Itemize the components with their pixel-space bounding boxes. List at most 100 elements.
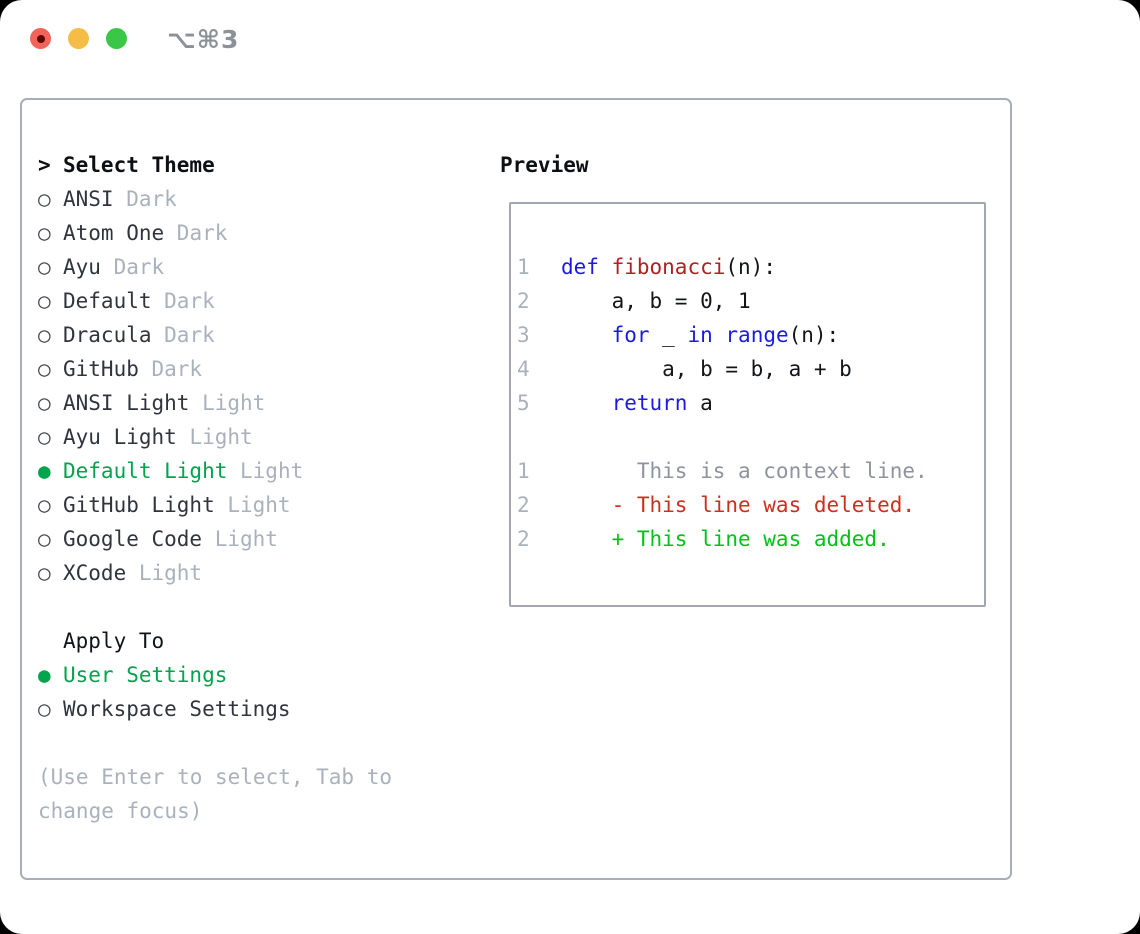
theme-option[interactable]: ○ XCode Light [38,556,303,590]
code-line-content: a, b = 0, 1 [561,289,751,313]
theme-option[interactable]: ○ ANSI Dark [38,182,303,216]
apply-to-title: Apply To [63,629,165,653]
theme-option[interactable]: ○ ANSI Light Light [38,386,303,420]
radio-icon: ○ [38,323,51,347]
theme-name: Ayu [63,255,101,279]
code-line: 5 return a [517,386,984,420]
theme-option[interactable]: ● Default Light Light [38,454,303,488]
help-text-line: (Use Enter to select, Tab to [38,765,393,789]
radio-icon: ○ [38,527,51,551]
theme-variant-tag: Dark [176,221,228,245]
traffic-lights [30,28,127,49]
theme-name: ANSI Light [63,391,190,415]
apply-to-section: Apply To ● User Settings ○ Workspace Setti… [38,624,291,726]
minimize-button[interactable] [68,28,89,49]
code-line-content: for _ in range(n): [611,323,840,347]
theme-variant-tag: Light [202,391,266,415]
diff-line-content: - This line was deleted. [561,493,916,517]
radio-icon: ○ [38,697,51,721]
theme-variant-tag: Light [189,425,253,449]
line-number: 2 [517,289,530,313]
theme-variant-tag: Dark [126,187,177,211]
focus-prompt-icon: > [38,153,51,177]
theme-variant-tag: Dark [151,357,203,381]
theme-variant-tag: Light [227,493,291,517]
theme-option[interactable]: ○ Atom One Dark [38,216,303,250]
code-line-content: return a [611,391,713,415]
close-button[interactable] [30,28,51,49]
zoom-button[interactable] [106,28,127,49]
theme-name: GitHub Light [63,493,215,517]
radio-icon: ● [38,459,51,483]
apply-option-name: User Settings [63,663,228,687]
line-number: 2 [517,527,530,551]
code-line-content: def fibonacci(n): [561,255,776,279]
code-line: 1 def fibonacci(n): [517,250,984,284]
radio-icon: ○ [38,255,51,279]
line-number: 1 [517,255,530,279]
line-number: 5 [517,391,530,415]
theme-name: Dracula [63,323,152,347]
radio-icon: ○ [38,289,51,313]
preview-title: Preview [500,153,589,177]
code-line: 3 for _ in range(n): [517,318,984,352]
theme-option[interactable]: ○ Ayu Dark [38,250,303,284]
theme-option[interactable]: ○ Dracula Dark [38,318,303,352]
diff-preview: 1 This is a context line. 2 - This line … [517,454,984,556]
code-line: 2 a, b = 0, 1 [517,284,984,318]
apply-to-option[interactable]: ● User Settings [38,658,291,692]
radio-icon: ○ [38,357,51,381]
theme-name: Google Code [63,527,203,551]
theme-option[interactable]: ○ Google Code Light [38,522,303,556]
diff-line-content: + This line was added. [561,527,890,551]
code-preview: 1 def fibonacci(n): 2 a, b = 0, 1 3 for _… [511,204,984,556]
radio-icon: ○ [38,425,51,449]
line-number: 1 [517,459,530,483]
radio-icon: ○ [38,561,51,585]
diff-line-content: This is a context line. [561,459,928,483]
theme-list-title: Select Theme [63,153,215,177]
apply-to-option[interactable]: ○ Workspace Settings [38,692,291,726]
code-line: 4 a, b = b, a + b [517,352,984,386]
titlebar: ⌥⌘3 [0,0,1140,98]
theme-option[interactable]: ○ GitHub Light Light [38,488,303,522]
apply-to-options: ● User Settings ○ Workspace Settings [38,658,291,726]
diff-line: 2 - This line was deleted. [517,488,984,522]
radio-icon: ○ [38,493,51,517]
line-number: 3 [517,323,530,347]
line-number: 2 [517,493,530,517]
close-dot-icon [36,34,45,43]
window-title: ⌥⌘3 [167,25,240,54]
diff-line: 1 This is a context line. [517,454,984,488]
theme-variant-tag: Dark [164,289,215,313]
theme-name: Ayu Light [63,425,177,449]
theme-name: ANSI [63,187,114,211]
theme-variant-tag: Light [214,527,278,551]
code-line-content: a, b = b, a + b [561,357,852,381]
theme-variant-tag: Dark [164,323,215,347]
theme-list-header: > Select Theme [38,148,303,182]
help-text-line: change focus) [38,799,203,823]
help-text: (Use Enter to select, Tab to change focu… [38,760,392,828]
theme-option[interactable]: ○ Default Dark [38,284,303,318]
theme-name: GitHub [63,357,139,381]
radio-icon: ○ [38,221,51,245]
apply-option-name: Workspace Settings [63,697,291,721]
theme-name: Default [63,289,152,313]
theme-name: XCode [63,561,127,585]
theme-name: Default Light [63,459,228,483]
theme-name: Atom One [63,221,165,245]
radio-icon: ● [38,663,51,687]
radio-icon: ○ [38,391,51,415]
line-number: 4 [517,357,530,381]
radio-icon: ○ [38,187,51,211]
theme-variant-tag: Light [138,561,203,585]
theme-option[interactable]: ○ Ayu Light Light [38,420,303,454]
theme-option[interactable]: ○ GitHub Dark [38,352,303,386]
theme-variant-tag: Dark [113,255,165,279]
theme-variant-tag: Light [240,459,304,483]
